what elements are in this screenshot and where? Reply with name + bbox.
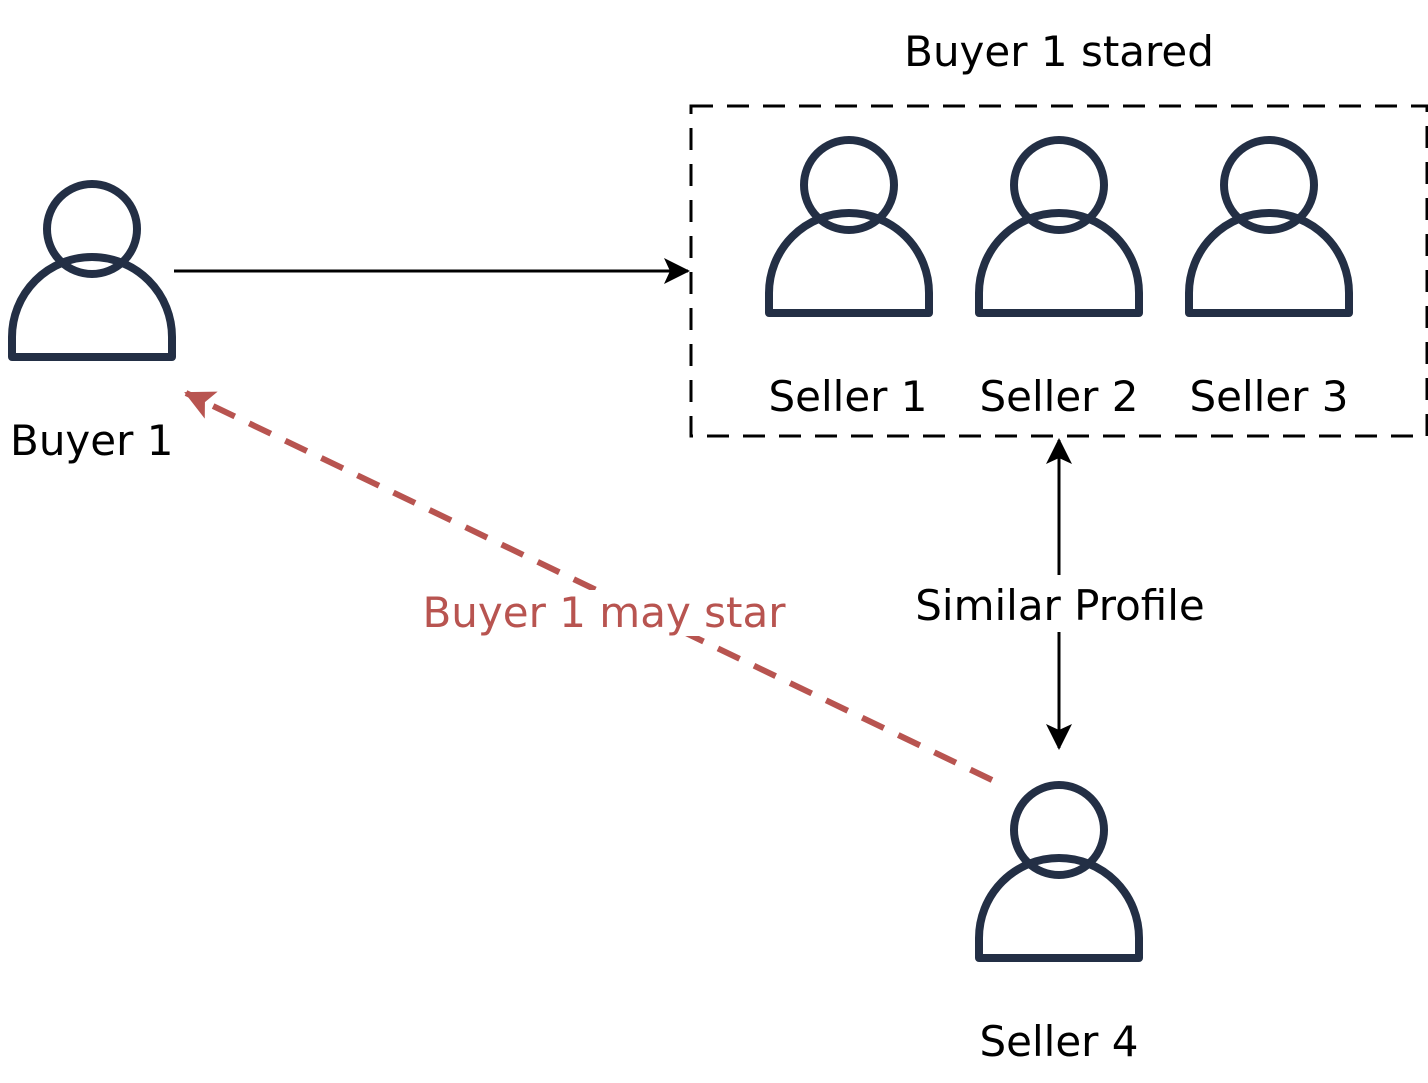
seller-2-person-icon bbox=[979, 140, 1139, 313]
seller-3-label: Seller 3 bbox=[1189, 372, 1349, 421]
seller-1-label: Seller 1 bbox=[768, 372, 928, 421]
group-title: Buyer 1 stared bbox=[904, 27, 1214, 76]
seller-3-person-icon bbox=[1189, 140, 1349, 313]
seller-4-person-icon bbox=[979, 785, 1139, 958]
may-star-label: Buyer 1 may star bbox=[420, 588, 788, 637]
seller-2-label: Seller 2 bbox=[979, 372, 1139, 421]
seller-1-person-icon bbox=[769, 140, 929, 313]
stared-sellers-group-border bbox=[689, 104, 1428, 438]
buyer-1-label: Buyer 1 bbox=[10, 416, 174, 465]
similar-profile-label: Similar Profile bbox=[913, 581, 1207, 630]
buyer-1-person-icon bbox=[12, 184, 172, 357]
seller-4-label: Seller 4 bbox=[979, 1017, 1139, 1066]
may-star-arrow bbox=[184, 390, 994, 783]
